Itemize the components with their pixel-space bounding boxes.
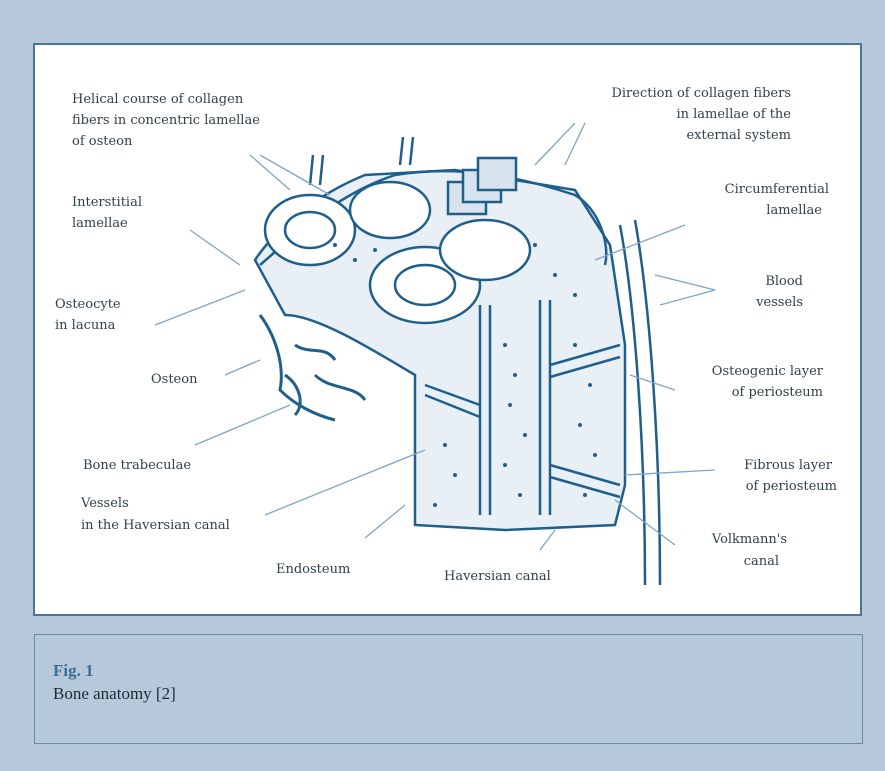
label-fibrous-1: Fibrous layer [744, 458, 833, 473]
label-helical-1: Helical course of collagen [72, 92, 244, 107]
label-direction-1: Direction of collagen fibers [611, 86, 791, 101]
label-osteogenic-1: Osteogenic layer [712, 364, 824, 379]
label-blood-2: vessels [755, 295, 803, 310]
figure-caption-text: Bone anatomy [2] [53, 684, 176, 704]
label-blood-1: Blood [765, 274, 803, 289]
collagen-plate [478, 158, 516, 190]
label-osteocyte-1: Osteocyte [55, 297, 121, 312]
osteon-cylinder [265, 195, 355, 265]
label-endosteum: Endosteum [276, 562, 350, 577]
osteon-cylinder [440, 220, 530, 280]
label-volkmann-2: canal [744, 554, 779, 569]
label-volkmann-1: Volkmann's [711, 532, 787, 547]
label-haversian-canal: Haversian canal [444, 569, 551, 584]
label-direction-3: external system [686, 128, 791, 143]
figure-number: Fig. 1 [53, 661, 94, 681]
label-osteocyte-2: in lacuna [55, 318, 116, 333]
label-interstitial-1: Interstitial [72, 195, 142, 210]
label-fibrous-2: of periosteum [746, 479, 837, 494]
figure-caption: Fig. 1 Bone anatomy [2] [34, 634, 863, 744]
osteon-cylinder [350, 182, 430, 238]
bone-illustration [255, 137, 660, 585]
label-circumferential-1: Circumferential [725, 182, 829, 197]
label-direction-2: in lamellae of the [676, 107, 791, 122]
label-helical-2: fibers in concentric lamellae [72, 113, 260, 128]
label-osteogenic-2: of periosteum [732, 385, 823, 400]
label-helical-3: of osteon [72, 134, 133, 149]
label-vessels-haversian-2: in the Haversian canal [81, 518, 230, 533]
label-osteon: Osteon [151, 372, 198, 387]
label-circumferential-2: lamellae [766, 203, 822, 218]
bone-anatomy-diagram: Helical course of collagen fibers in con… [35, 45, 862, 616]
vessel-stub [310, 155, 323, 185]
figure-panel: Helical course of collagen fibers in con… [33, 43, 862, 616]
label-vessels-haversian-1: Vessels [80, 496, 129, 511]
vessel-stub [400, 137, 413, 165]
label-interstitial-2: lamellae [72, 216, 128, 231]
label-trabeculae: Bone trabeculae [83, 458, 191, 473]
